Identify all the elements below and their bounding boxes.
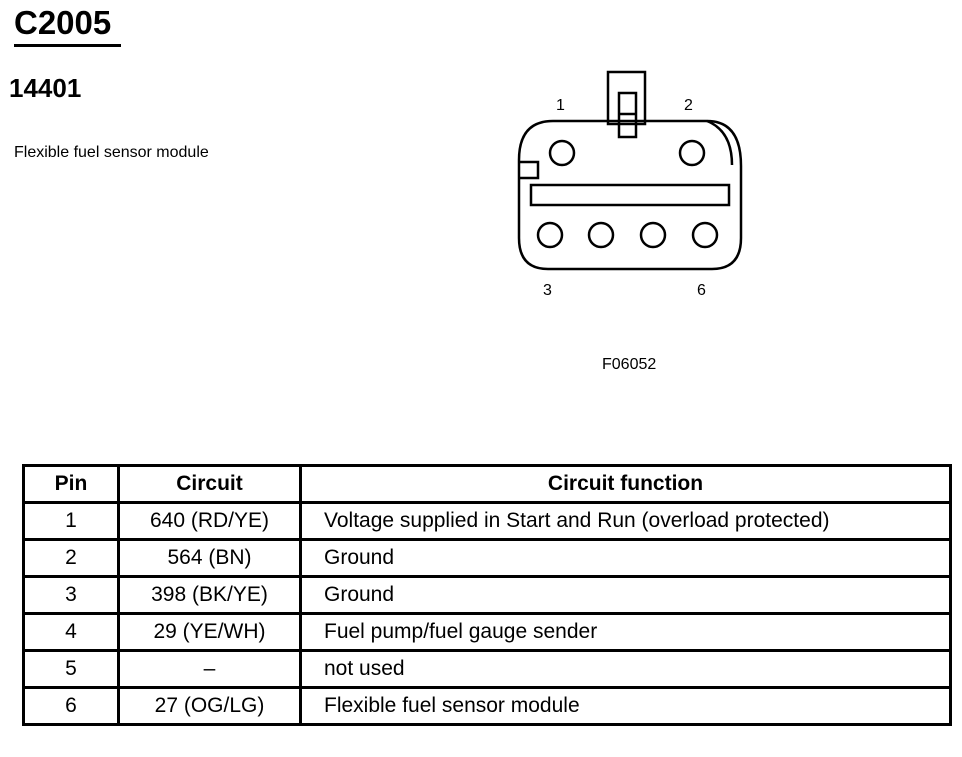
pin-label-6: 6 bbox=[697, 282, 706, 299]
cell-circuit: 564 (BN) bbox=[117, 538, 302, 578]
pin-cavity-4 bbox=[587, 221, 615, 249]
locking-tab bbox=[606, 70, 647, 126]
cell-pin: 5 bbox=[22, 649, 120, 689]
table-row: 3 398 (BK/YE) Ground bbox=[22, 575, 952, 615]
cell-circuit: 640 (RD/YE) bbox=[117, 501, 302, 541]
pin-label-3: 3 bbox=[543, 282, 552, 299]
table-row: 6 27 (OG/LG) Flexible fuel sensor module bbox=[22, 686, 952, 726]
pin-cavity-1 bbox=[548, 139, 576, 167]
keyway-rib bbox=[706, 119, 734, 166]
cell-pin: 1 bbox=[22, 501, 120, 541]
component-description: Flexible fuel sensor module bbox=[14, 144, 209, 161]
cell-function: Ground bbox=[299, 575, 952, 615]
cell-pin: 2 bbox=[22, 538, 120, 578]
cell-function: Voltage supplied in Start and Run (overl… bbox=[299, 501, 952, 541]
connector-housing bbox=[517, 119, 743, 271]
pin-circuit-table: Pin Circuit Circuit function 1 640 (RD/Y… bbox=[22, 464, 952, 726]
pin-cavity-2 bbox=[678, 139, 706, 167]
figure-id: F06052 bbox=[602, 356, 657, 373]
table-header-row: Pin Circuit Circuit function bbox=[22, 464, 952, 504]
cell-circuit: 27 (OG/LG) bbox=[117, 686, 302, 726]
pin-cavity-6 bbox=[691, 221, 719, 249]
cell-pin: 3 bbox=[22, 575, 120, 615]
title-underline bbox=[14, 44, 121, 47]
cell-circuit: 398 (BK/YE) bbox=[117, 575, 302, 615]
keying-notch bbox=[519, 160, 540, 180]
cell-function: Fuel pump/fuel gauge sender bbox=[299, 612, 952, 652]
part-number: 14401 bbox=[9, 73, 82, 103]
table-row: 1 640 (RD/YE) Voltage supplied in Start … bbox=[22, 501, 952, 541]
cell-function: not used bbox=[299, 649, 952, 689]
table-row: 5 – not used bbox=[22, 649, 952, 689]
cell-pin: 6 bbox=[22, 686, 120, 726]
connector-id-title: C2005 bbox=[14, 4, 112, 41]
header-circuit: Circuit bbox=[117, 464, 302, 504]
cell-circuit: – bbox=[117, 649, 302, 689]
cell-circuit: 29 (YE/WH) bbox=[117, 612, 302, 652]
pin-label-2: 2 bbox=[684, 97, 693, 114]
connector-center-bar bbox=[529, 183, 731, 207]
cell-function: Ground bbox=[299, 538, 952, 578]
cell-function: Flexible fuel sensor module bbox=[299, 686, 952, 726]
header-pin: Pin bbox=[22, 464, 120, 504]
connector-face-diagram: 1 2 3 6 bbox=[517, 70, 743, 299]
pin-cavity-5 bbox=[639, 221, 667, 249]
cell-pin: 4 bbox=[22, 612, 120, 652]
pin-cavity-3 bbox=[536, 221, 564, 249]
header-circuit-function: Circuit function bbox=[299, 464, 952, 504]
pin-label-1: 1 bbox=[556, 97, 565, 114]
table-row: 4 29 (YE/WH) Fuel pump/fuel gauge sender bbox=[22, 612, 952, 652]
table-row: 2 564 (BN) Ground bbox=[22, 538, 952, 578]
